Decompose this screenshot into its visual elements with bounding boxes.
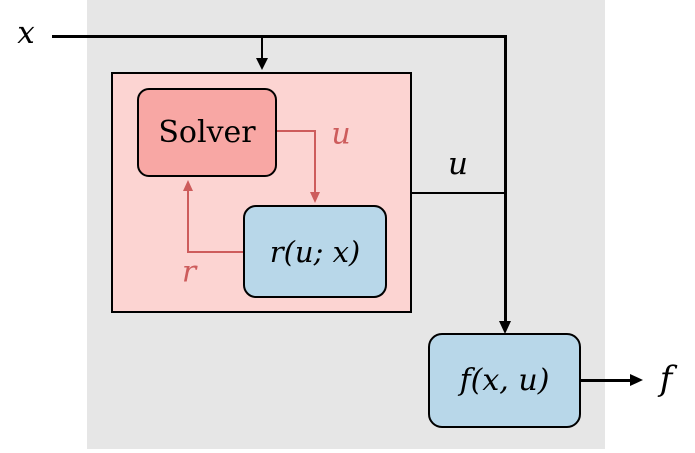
- residual-block-label: r(u; x): [269, 234, 361, 269]
- red-wire-r-horizontal: [187, 251, 243, 253]
- wire-f-output: [581, 379, 631, 382]
- loop-r-label: r: [181, 254, 197, 290]
- red-wire-u-vertical: [314, 130, 316, 192]
- function-block-label: f(x, u): [459, 363, 550, 398]
- arrowhead-r-into-solver: [183, 180, 193, 191]
- red-wire-r-vertical: [187, 190, 189, 252]
- arrowhead-into-function: [499, 321, 511, 334]
- wire-u-output: [412, 192, 504, 194]
- residual-block: r(u; x): [243, 205, 387, 298]
- wire-xu-vertical: [504, 35, 507, 322]
- solver-block-label: Solver: [158, 115, 256, 150]
- arrowhead-f-output: [630, 374, 643, 386]
- wire-u-label: u: [448, 146, 468, 182]
- output-f-label: f: [659, 359, 673, 399]
- function-block: f(x, u): [428, 333, 581, 428]
- loop-u-label: u: [331, 116, 351, 152]
- solver-block: Solver: [137, 88, 277, 177]
- wire-x-horizontal: [52, 35, 507, 38]
- input-x-label: x: [17, 15, 35, 51]
- arrowhead-u-into-residual: [310, 192, 320, 203]
- wire-x-branch-vertical: [261, 38, 263, 59]
- arrowhead-x-into-panel: [256, 58, 268, 70]
- red-wire-u-horizontal: [277, 130, 316, 132]
